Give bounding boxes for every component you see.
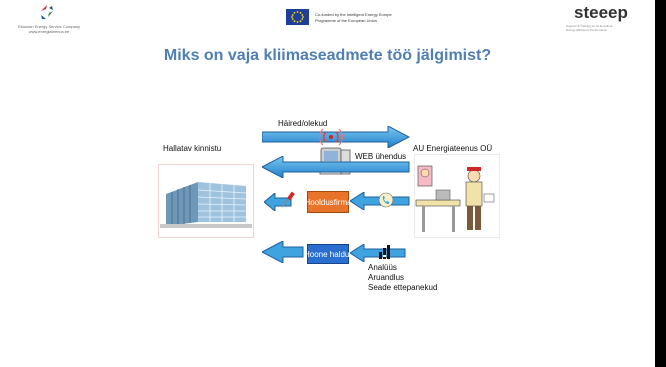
eu-flag-icon: [286, 9, 309, 25]
reporting-label: Aruandlus: [368, 273, 405, 282]
arrow-right-top: [262, 126, 410, 148]
recycle-arrows-logo-icon: [41, 5, 53, 19]
building-illustration: [158, 164, 254, 238]
company-label: AU Energiateenus OÜ: [413, 144, 493, 153]
recommendations-label: Seade ettepanekud: [368, 283, 438, 292]
analysis-label: Analüüs: [368, 263, 397, 272]
arrow-left-small: [264, 193, 292, 211]
steeep-logo: steeep: [574, 3, 628, 22]
arrow-left-bottom: [262, 241, 304, 263]
managed-property-label: Hallatav kinnistu: [163, 144, 222, 153]
eu-cofunded-line2: Programme of the European Union: [315, 18, 378, 23]
company-website: www.energiateenus.ee: [28, 29, 70, 34]
wireless-signal-icon: [319, 128, 343, 146]
office-worker-illustration: [414, 154, 500, 238]
building-manager-box: Hoone haldur: [304, 244, 352, 264]
steeep-tagline-2: Energy Efficiency Performance: [566, 28, 608, 32]
steeep-tagline-1: Support & Training for an Excellent: [566, 24, 613, 28]
chart-icon: [379, 245, 390, 259]
page-title: Miks on vaja kliimaseadmete töö jälgimis…: [163, 47, 492, 64]
screwdriver-icon: [281, 191, 295, 208]
faults-label: Häired/olekud: [278, 119, 328, 128]
eu-cofunded-line1: Co-funded by the Intelligent Energy Euro…: [315, 12, 392, 17]
phone-icon: [378, 192, 394, 208]
company-name: Estonian Energy Service Company: [17, 24, 81, 29]
web-connection-label: WEB ühendus: [355, 152, 407, 161]
arrow-left-middle: [262, 156, 410, 178]
arrow-left-to-manager: [350, 244, 406, 262]
maintenance-company-box: Hooldusfirma: [304, 191, 352, 213]
